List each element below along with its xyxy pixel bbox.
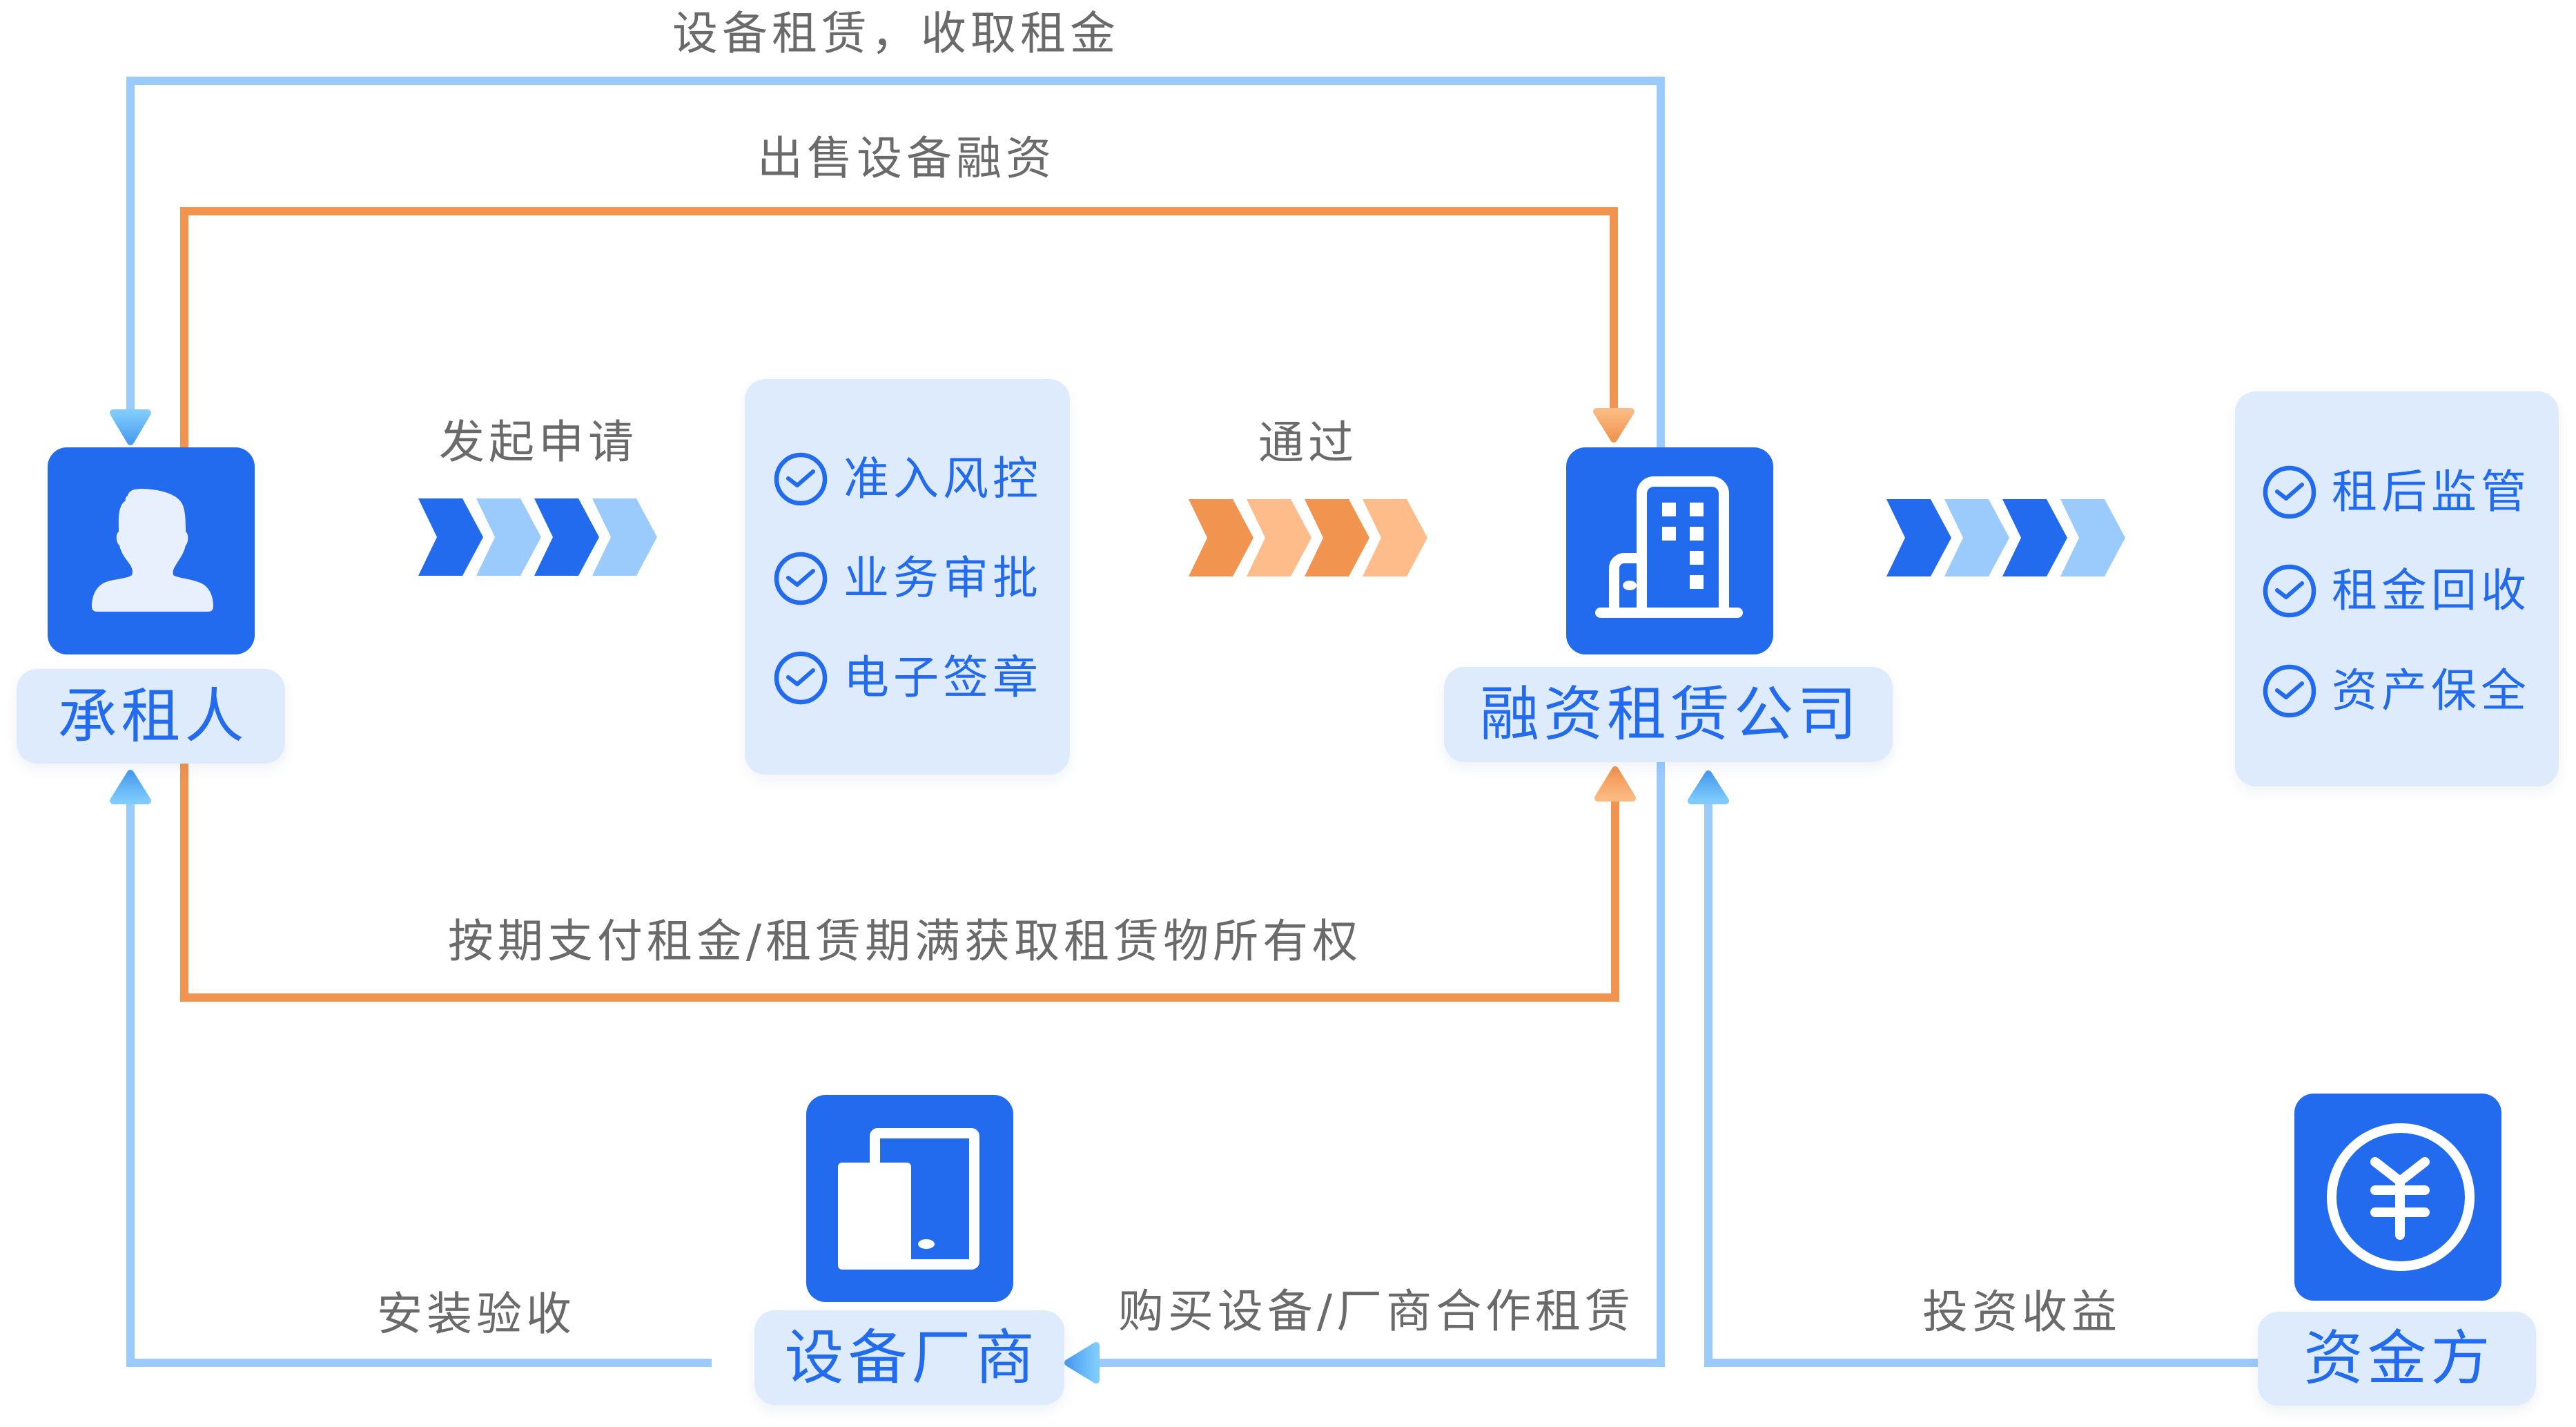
connector-sell-equipment-financing bbox=[180, 207, 1618, 447]
lessee-icon-tile bbox=[48, 447, 255, 654]
arrow-up-icon bbox=[110, 770, 151, 804]
leasing-company-label-text: 融资租赁公司 bbox=[1480, 680, 1861, 749]
leasing-company-label: 融资租赁公司 bbox=[1444, 667, 1893, 762]
devices-icon bbox=[838, 1128, 979, 1270]
connector-pay-rent bbox=[180, 764, 1619, 1002]
equipment-vendor-label: 设备厂商 bbox=[754, 1310, 1064, 1405]
review-step-label: 准入风控 bbox=[843, 452, 1042, 505]
post-lease-step-label: 租后监管 bbox=[2332, 465, 2530, 518]
flow-label-approved: 通过 bbox=[1258, 416, 1358, 469]
flow-label-lease-collect-rent: 设备租赁，收取租金 bbox=[672, 7, 1120, 60]
check-circle-icon bbox=[2263, 664, 2316, 718]
yen-coin-icon bbox=[2327, 1123, 2475, 1271]
chevron-arrow bbox=[534, 498, 599, 576]
leasing-company-icon-tile bbox=[1566, 447, 1773, 654]
connector-install-accept bbox=[126, 801, 712, 1367]
chevron-arrow bbox=[1886, 499, 1951, 576]
arrow-left-icon bbox=[1064, 1342, 1100, 1384]
equipment-vendor-label-text: 设备厂商 bbox=[784, 1323, 1039, 1392]
arrow-down-icon bbox=[1593, 408, 1635, 443]
flow-label-purchase: 购买设备/厂商合作租赁 bbox=[1118, 1285, 1635, 1338]
flow-label-sell-equipment-financing: 出售设备融资 bbox=[757, 132, 1055, 185]
review-step: 准入风控 bbox=[745, 452, 1070, 507]
post-lease-chevrons bbox=[1886, 499, 2125, 576]
post-lease-step-label: 资产保全 bbox=[2332, 664, 2530, 717]
check-circle-icon bbox=[2263, 465, 2316, 519]
post-lease-step: 租金回收 bbox=[2235, 563, 2559, 619]
flow-label-pay-rent: 按期支付租金/租赁期满获取租赁物所有权 bbox=[447, 915, 1363, 968]
user-icon bbox=[92, 489, 213, 612]
chevron-arrow bbox=[1305, 499, 1369, 576]
chevron-arrow bbox=[1363, 499, 1427, 576]
lessee-label: 承租人 bbox=[17, 669, 285, 764]
review-step-label: 业务审批 bbox=[843, 552, 1042, 605]
connector-purchase-equipment bbox=[1096, 762, 1665, 1367]
review-step-label: 电子签章 bbox=[843, 651, 1042, 704]
flow-label-install-accept: 安装验收 bbox=[377, 1288, 576, 1341]
building-icon bbox=[1595, 476, 1743, 618]
equipment-vendor-icon-tile bbox=[806, 1095, 1013, 1302]
post-lease-step-label: 租金回收 bbox=[2332, 564, 2530, 617]
connector-lease-collect-rent bbox=[126, 77, 1665, 447]
check-circle-icon bbox=[774, 452, 828, 506]
flow-label-investment-return: 投资收益 bbox=[1922, 1285, 2121, 1339]
post-lease-step: 资产保全 bbox=[2235, 663, 2559, 719]
review-steps-panel: 准入风控 业务审批 电子签章 bbox=[745, 379, 1070, 775]
review-step: 电子签章 bbox=[745, 650, 1070, 706]
chevron-arrow bbox=[2060, 499, 2125, 576]
funder-icon-tile bbox=[2294, 1094, 2501, 1301]
approved-chevrons bbox=[1189, 499, 1427, 576]
post-lease-step: 租后监管 bbox=[2235, 465, 2559, 520]
chevron-arrow bbox=[2002, 499, 2067, 576]
chevron-arrow bbox=[476, 498, 541, 576]
check-circle-icon bbox=[2263, 564, 2316, 618]
arrow-up-icon bbox=[1594, 766, 1636, 802]
review-step: 业务审批 bbox=[745, 551, 1070, 606]
chevron-arrow bbox=[1189, 499, 1253, 576]
chevron-arrow bbox=[592, 498, 657, 576]
arrow-up-icon bbox=[1688, 770, 1729, 804]
arrow-down-icon bbox=[110, 409, 151, 445]
chevron-arrow bbox=[1247, 499, 1311, 576]
post-lease-steps-panel: 租后监管 租金回收 资产保全 bbox=[2235, 391, 2559, 786]
funder-label: 资金方 bbox=[2258, 1312, 2536, 1406]
check-circle-icon bbox=[774, 651, 828, 705]
flow-label-apply: 发起申请 bbox=[439, 416, 638, 469]
apply-chevrons bbox=[418, 498, 657, 576]
funder-label-text: 资金方 bbox=[2303, 1324, 2495, 1393]
chevron-arrow bbox=[418, 498, 483, 576]
lessee-label-text: 承租人 bbox=[57, 681, 248, 751]
connector-investment-return bbox=[1704, 801, 2258, 1367]
chevron-arrow bbox=[1944, 499, 2009, 576]
check-circle-icon bbox=[774, 552, 828, 605]
